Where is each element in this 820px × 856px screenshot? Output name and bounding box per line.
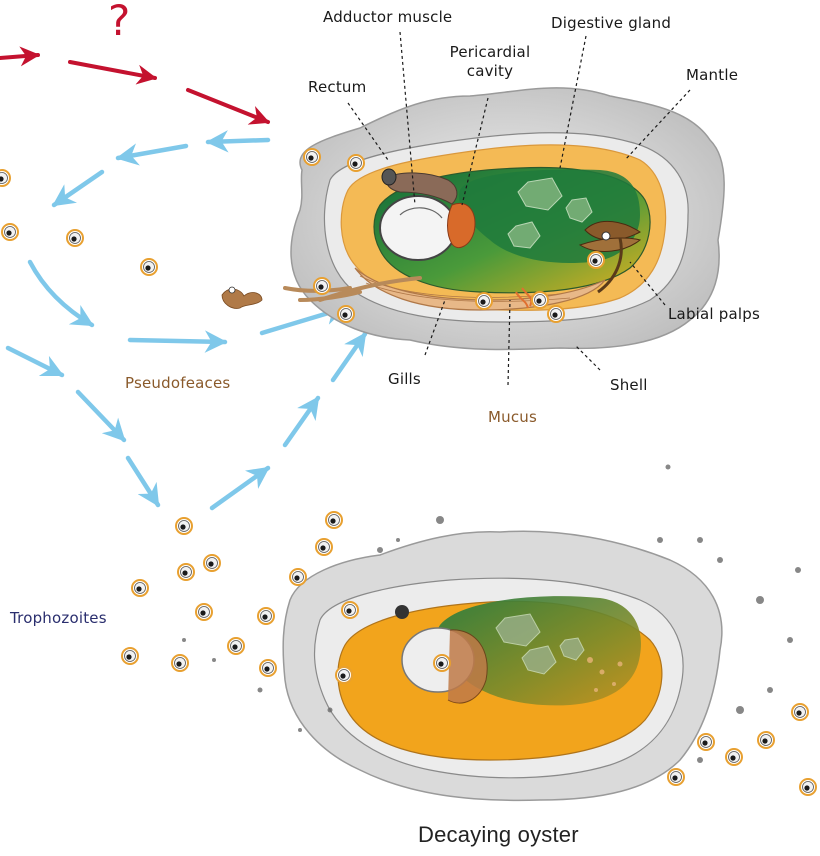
label-gills: Gills: [388, 370, 421, 388]
trophozoite-cell: [348, 155, 364, 171]
trophozoite-cell: [258, 608, 274, 624]
trophozoite-cell: [336, 667, 352, 683]
trophozoite-cell: [668, 769, 684, 785]
trophozoite-cell: [0, 170, 10, 186]
trophozoite-cell: [476, 293, 492, 309]
label-pericardial-cavity: Pericardial cavity: [444, 43, 536, 81]
trophozoite-cell: [132, 580, 148, 596]
trophozoite-cell: [338, 306, 354, 322]
trophozoite-cell: [178, 564, 194, 580]
trophozoite-cell: [548, 306, 564, 322]
trophozoite-cell: [326, 512, 342, 528]
label-digestive-gland: Digestive gland: [551, 14, 671, 32]
trophozoite-cell: [532, 292, 548, 308]
trophozoite-cell: [122, 648, 138, 664]
label-labial-palps: Labial palps: [668, 305, 760, 323]
red-flow-arrows: [0, 55, 268, 122]
trophozoite-cell: [434, 655, 450, 671]
trophozoite-cell: [228, 638, 244, 654]
trophozoite-cell: [316, 539, 332, 555]
label-mucus: Mucus: [488, 408, 537, 426]
trophozoite-cell: [698, 734, 714, 750]
trophozoite-cell: [726, 749, 742, 765]
trophozoite-cell: [172, 655, 188, 671]
trophozoite-cell: [176, 518, 192, 534]
label-rectum: Rectum: [308, 78, 366, 96]
trophozoite-cell: [758, 732, 774, 748]
label-decaying-oyster: Decaying oyster: [418, 822, 579, 848]
trophozoite-cell: [141, 259, 157, 275]
trophozoite-cell: [800, 779, 816, 795]
trophozoite-cell: [588, 252, 604, 268]
trophozoite-cell: [342, 602, 358, 618]
question-mark: ?: [108, 0, 130, 45]
trophozoite-cell: [792, 704, 808, 720]
label-pericardial-line2: cavity: [444, 62, 536, 81]
label-pericardial-line1: Pericardial: [444, 43, 536, 62]
label-adductor-muscle: Adductor muscle: [323, 8, 452, 26]
label-shell: Shell: [610, 376, 648, 394]
pseudofeaces-blob: [222, 287, 262, 308]
trophozoite-cell: [290, 569, 306, 585]
trophozoite-cell: [2, 224, 18, 240]
trophozoite-cell: [196, 604, 212, 620]
trophozoite-cell: [204, 555, 220, 571]
adductor-muscle: [380, 196, 456, 260]
label-pseudofeaces: Pseudofeaces: [125, 374, 230, 392]
trophozoite-cell: [304, 149, 320, 165]
trophozoite-cell: [67, 230, 83, 246]
trophozoite-cell: [260, 660, 276, 676]
label-mantle: Mantle: [686, 66, 738, 84]
trophozoite-cell: [314, 278, 330, 294]
label-trophozoites: Trophozoites: [10, 609, 107, 627]
